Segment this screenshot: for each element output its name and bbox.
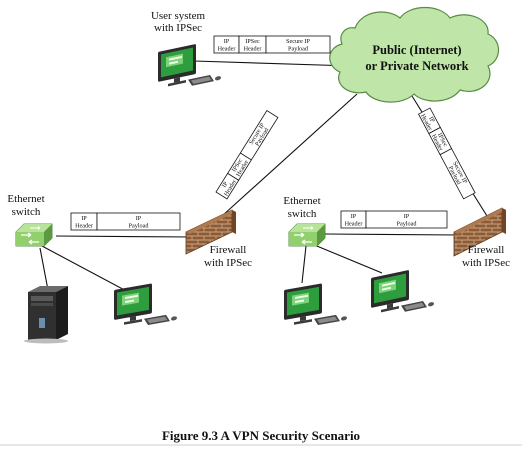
firewall-right-label-line2: with IPSec xyxy=(462,257,510,269)
ethernet-switch-left-label-line1: Ethernet xyxy=(7,193,44,205)
link-switch-right-to-firewall-right xyxy=(324,233,461,236)
firewall-left-icon xyxy=(185,209,236,255)
packet-right-lan: IP Header IP Payload xyxy=(340,210,448,229)
firewall-left-label-line2: with IPSec xyxy=(204,257,252,269)
packet-ip-header-line2: Header xyxy=(345,221,363,228)
firewall-right-label-line1: Firewall xyxy=(468,244,505,256)
ethernet-switch-left-icon xyxy=(15,223,53,247)
packet-left-lan: IP Header IP Payload xyxy=(70,212,181,231)
figure-caption: Figure 9.3 A VPN Security Scenario xyxy=(162,428,360,443)
packet-ip-header-line1: IP xyxy=(427,116,436,125)
link-user-to-cloud xyxy=(193,60,353,67)
firewall-left-label-line1: Firewall xyxy=(210,244,247,256)
packet-secure-payload-line2: Payload xyxy=(288,46,309,53)
cloud-label-line1: Public (Internet) xyxy=(372,43,461,57)
link-firewall-left-to-cloud xyxy=(221,93,358,217)
packet-ipsec-header-line1: IPSec xyxy=(245,38,260,45)
cloud-label-line2: or Private Network xyxy=(365,59,468,73)
ethernet-switch-right-label-line1: Ethernet xyxy=(283,195,320,207)
link-switch-left-to-pc xyxy=(41,245,131,294)
packet-ip-payload-line2: Payload xyxy=(129,223,150,230)
packet-ip-payload-line1: IP xyxy=(136,215,142,222)
link-switch-right-to-pc-a xyxy=(301,245,307,284)
user-system-label-line1: User system xyxy=(151,10,206,22)
user-system-computer-icon xyxy=(158,38,221,93)
link-switch-left-to-firewall-left xyxy=(55,235,195,238)
packet-ip-payload-line1: IP xyxy=(404,213,410,220)
packet-ip-header-line2: Header xyxy=(75,223,93,230)
ethernet-switch-right-label-line2: switch xyxy=(288,208,317,220)
packet-ip-header-line1: IP xyxy=(221,180,230,189)
ethernet-switch-right-icon xyxy=(288,223,326,247)
packet-ip-header-line1: IP xyxy=(351,213,357,220)
packet-ip-header-line1: IP xyxy=(81,215,87,222)
packet-user-system: IP Header IPSec Header Secure IP Payload xyxy=(213,35,331,54)
link-switch-right-to-pc-b xyxy=(311,243,383,274)
packet-secure-payload-line1: Secure IP xyxy=(286,38,310,45)
packet-left-diagonal: IP Header IPSec Header Secure IP Payload xyxy=(215,110,279,200)
packet-ip-header-line1: IP xyxy=(224,38,230,45)
user-system-label-line2: with IPSec xyxy=(154,22,202,34)
link-switch-left-to-server xyxy=(39,247,49,291)
ethernet-switch-left-label-line2: switch xyxy=(12,206,41,218)
right-lan-computer-a-icon xyxy=(284,278,347,331)
left-lan-computer-icon xyxy=(114,278,177,331)
firewall-right-icon xyxy=(453,207,506,257)
packet-ipsec-header-line2: Header xyxy=(244,46,262,53)
packet-ip-payload-line2: Payload xyxy=(397,221,418,228)
cloud-network: Public (Internet) or Private Network xyxy=(329,7,500,103)
packet-ip-header-line2: Header xyxy=(218,46,236,53)
server-tower-icon xyxy=(24,286,68,344)
packet-right-diagonal: IP Header IPSec Header Secure IP Payload xyxy=(417,107,476,200)
